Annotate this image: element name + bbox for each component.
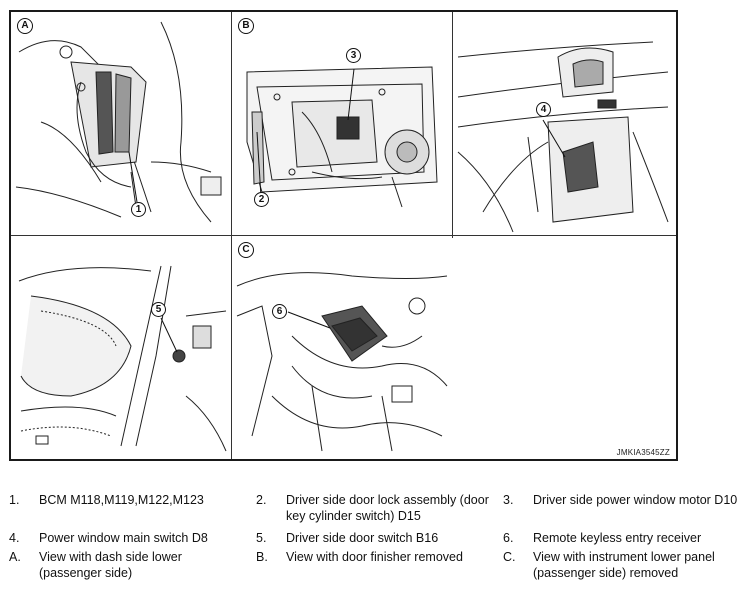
door-inner-drawing [246,66,438,208]
door-switch-drawing [18,265,227,452]
panel-door-switch: 5 [11,236,231,459]
legend-number: 2. [256,493,267,507]
door-trim-drawing [457,41,669,233]
panel-letter: B [238,18,254,34]
illustration-frame: A 1 B 2 3 [9,10,678,461]
callout-5: 5 [151,302,166,317]
divider [452,235,676,236]
panel-c-instrument-lower: C 6 [232,236,452,459]
panel-door-trim: 4 [453,12,676,235]
legend-text: View with door finisher removed [286,550,463,564]
callout-2: 2 [254,192,269,207]
legend-number: A. [9,550,21,564]
legend-text: Driver side power window motor D10 [533,493,738,507]
legend-number: C. [503,550,516,564]
callout-3: 3 [346,48,361,63]
callout-1: 1 [131,202,146,217]
panel-letter: A [17,18,33,34]
legend-text: Remote keyless entry receiver [533,531,702,545]
callout-4: 4 [536,102,551,117]
legend-text: Driver side door switch B16 [286,531,439,545]
divider [452,12,453,238]
instrument-lower-drawing [236,272,448,452]
legend-text: Driver side door lock assembly (door key… [286,493,489,523]
callout-6: 6 [272,304,287,319]
legend-number: 6. [503,531,514,545]
legend-number: B. [256,550,268,564]
legend-text: View with instrument lower panel (passen… [533,550,715,580]
legend-number: 5. [256,531,267,545]
legend-number: 3. [503,493,514,507]
legend-text: Power window main switch D8 [39,531,208,545]
legend-text: BCM M118,M119,M122,M123 [39,493,204,507]
legend-number: 4. [9,531,20,545]
legend-number: 1. [9,493,20,507]
dash-side-drawing [15,21,222,223]
panel-b-door-inner: B 2 3 [232,12,452,235]
figure-code: JMKIA3545ZZ [616,448,670,457]
divider [11,235,456,236]
panel-a-dash-side: A 1 [11,12,231,235]
leader-line [128,151,138,203]
legend-text: View with dash side lower (passenger sid… [39,550,182,580]
panel-letter: C [238,242,254,258]
